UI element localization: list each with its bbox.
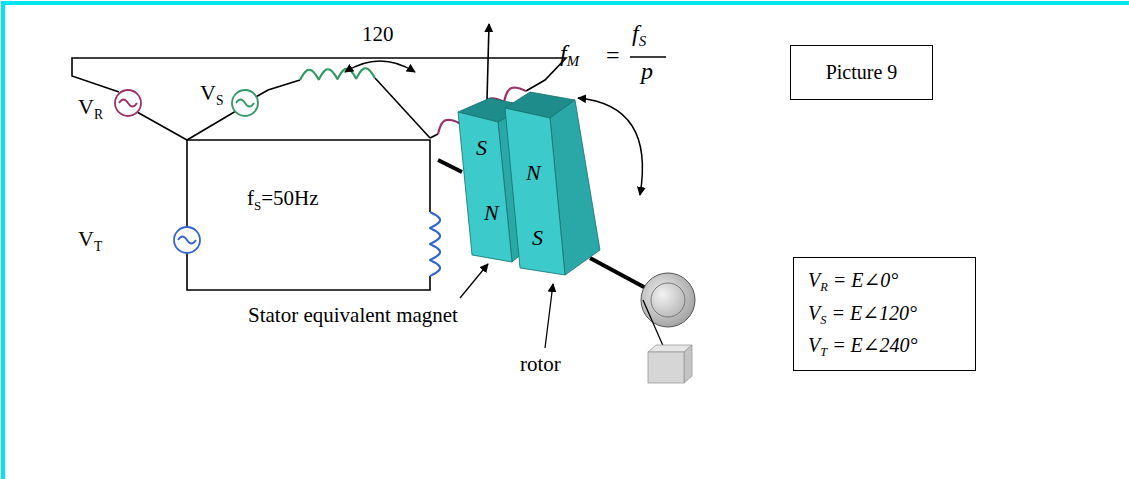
formula-term: fM xyxy=(560,40,579,70)
rotor-magnet: NS xyxy=(500,88,605,280)
pole-letter: N xyxy=(526,160,541,185)
part-label: rotor xyxy=(520,352,561,376)
string xyxy=(643,300,664,348)
pulley xyxy=(641,273,695,327)
part-label: Stator equivalent magnet xyxy=(248,303,458,327)
source-label: VR xyxy=(78,94,103,122)
coil xyxy=(430,212,440,276)
voltage-sources xyxy=(115,90,258,253)
equation-text: VS = E∠120° xyxy=(808,298,917,331)
wiring xyxy=(72,58,566,290)
equation-text: VR = E∠0° xyxy=(808,265,898,298)
formula-term: p xyxy=(641,58,653,86)
pulley xyxy=(651,283,685,317)
angle-label: 120 xyxy=(362,22,394,46)
leader-arrow xyxy=(545,284,553,348)
formula-term: fS xyxy=(632,20,646,50)
field-arrow xyxy=(487,24,489,100)
equation-text: VT = E∠240° xyxy=(808,330,918,363)
title-box: Picture 9 xyxy=(790,45,933,100)
pole-letter: S xyxy=(476,135,487,160)
shaft xyxy=(438,160,462,172)
coil xyxy=(300,68,375,80)
angle-arrow xyxy=(345,61,415,72)
magnet-face xyxy=(458,112,512,262)
formula-sign: = xyxy=(606,42,620,70)
frame xyxy=(3,3,1129,479)
pole-letter: N xyxy=(484,200,499,225)
leader-arrow xyxy=(460,264,488,298)
title-text: Picture 9 xyxy=(826,61,898,84)
source-label: VS xyxy=(200,80,223,108)
magnet-face xyxy=(505,108,565,275)
pole-letter: S xyxy=(532,225,543,250)
source-label: VT xyxy=(78,226,102,254)
magnet-outline xyxy=(500,88,605,280)
fraction-bar xyxy=(630,56,666,58)
equation-box: VR = E∠0°VS = E∠120°VT = E∠240° xyxy=(793,257,976,371)
weight xyxy=(648,345,692,383)
frequency-label: fS=50Hz xyxy=(247,186,319,214)
